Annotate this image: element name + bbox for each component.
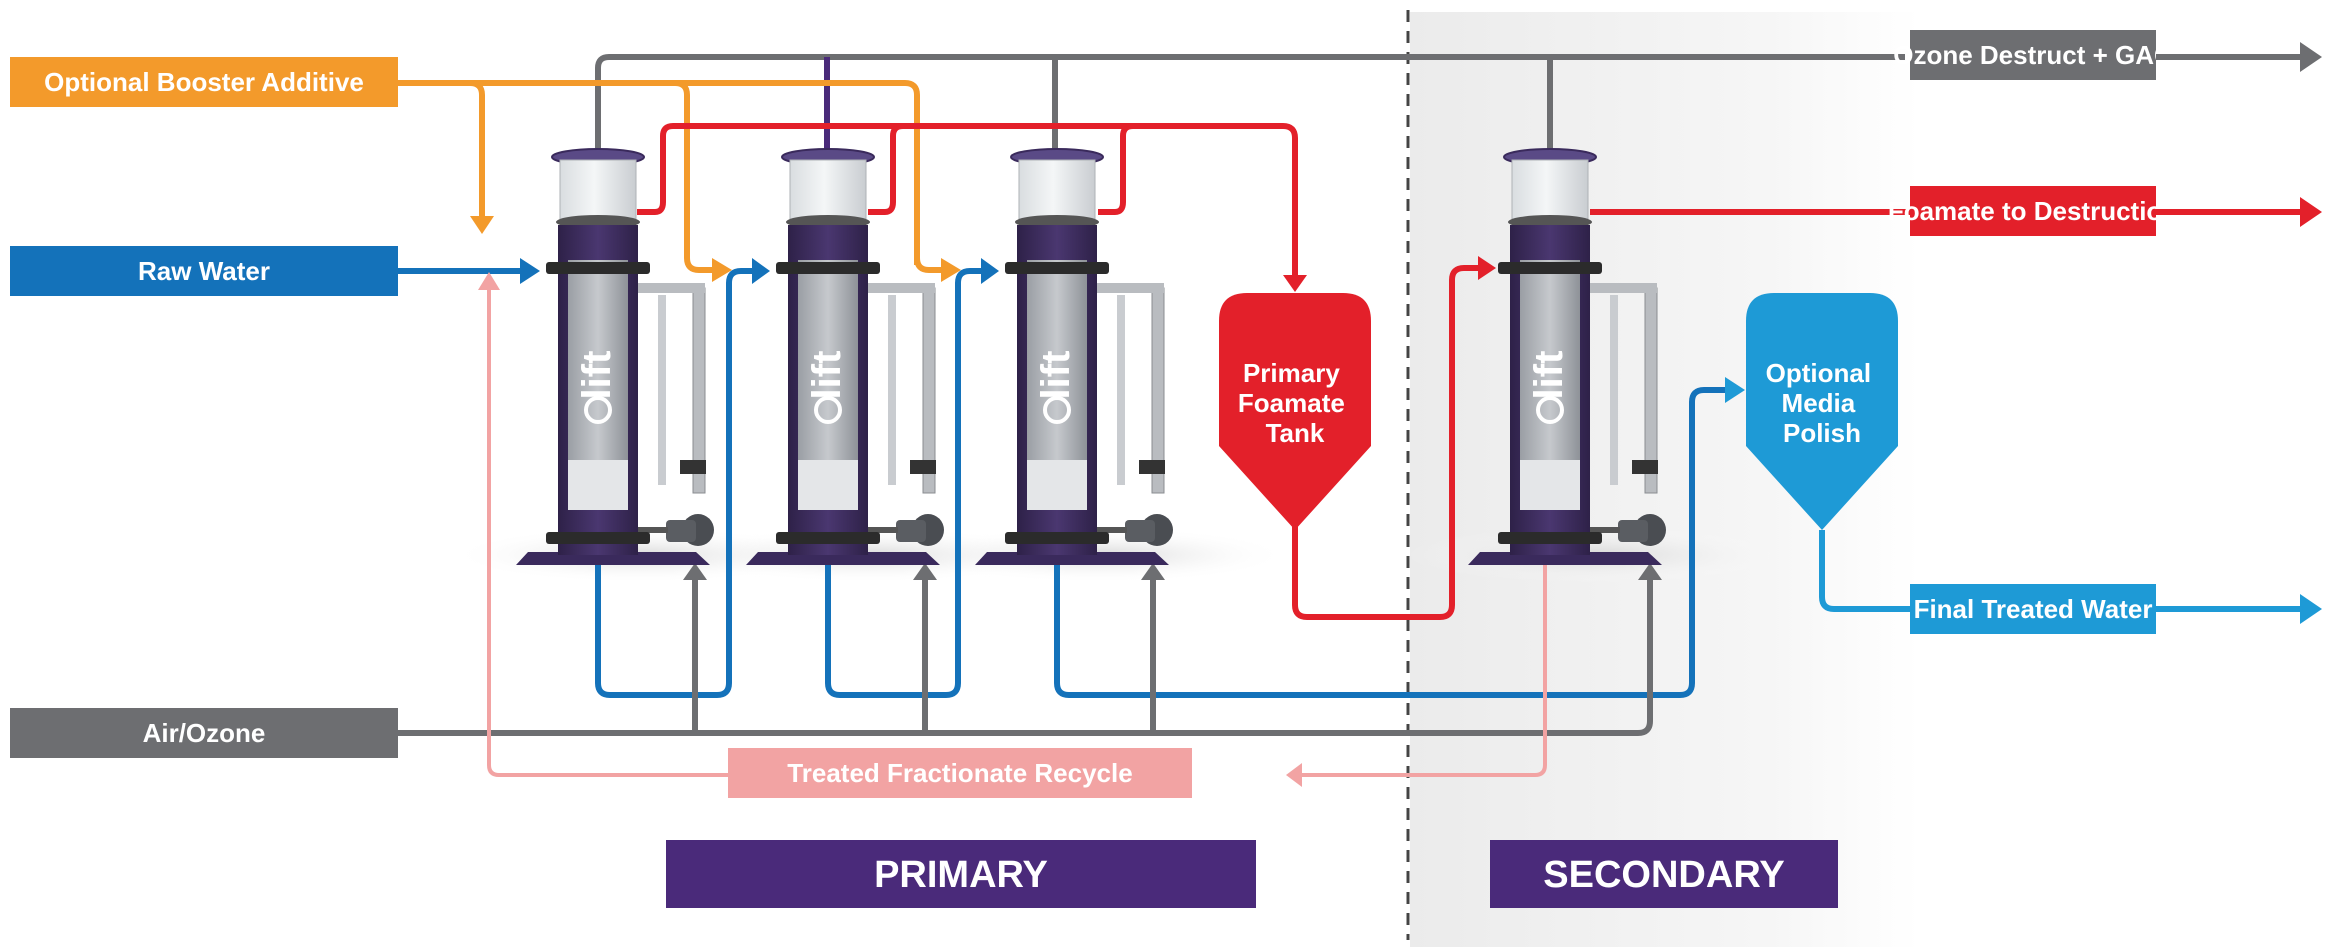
recycle-label: Treated Fractionate Recycle <box>728 748 1192 798</box>
foamate-destruction-arrow <box>2300 197 2322 227</box>
bottom-manifold <box>1005 532 1109 544</box>
glass-head <box>1511 159 1589 221</box>
valve <box>1632 460 1658 474</box>
column-sump <box>568 460 628 510</box>
brand-logo-ring <box>1536 396 1564 424</box>
sight-tube <box>658 295 666 485</box>
media-polish-tank: Optional Media Polish <box>1746 293 1898 530</box>
glass-head <box>789 159 867 221</box>
brand-logo: lift <box>805 351 849 400</box>
valve <box>1139 460 1165 474</box>
air-ozone-label: Air/Ozone <box>10 708 398 758</box>
bottom-manifold <box>546 532 650 544</box>
brand-logo-ring <box>584 396 612 424</box>
secondary-section-label: SECONDARY <box>1490 840 1838 908</box>
brand-logo: lift <box>1527 351 1571 400</box>
valve <box>910 460 936 474</box>
manifold <box>546 262 650 274</box>
raw-water-arrowheads <box>520 258 999 284</box>
ozone-destruct-label: Ozone Destruct + GAC <box>1893 30 2322 80</box>
svg-text:Treated Fractionate Recycle: Treated Fractionate Recycle <box>787 758 1132 788</box>
ozone-destruct-pipes <box>595 54 1905 157</box>
brand-logo-ring <box>1043 396 1071 424</box>
valve <box>680 460 706 474</box>
fractionator-unit-3: lift <box>975 148 1173 565</box>
pump-motor <box>1125 520 1155 542</box>
foamate-pipes <box>637 123 1910 620</box>
final-treated-water-label: Final Treated Water <box>1910 584 2322 634</box>
pump-motor <box>666 520 696 542</box>
pump-motor <box>1618 520 1648 542</box>
svg-text:Final Treated Water: Final Treated Water <box>1914 594 2153 624</box>
base-plate <box>746 552 940 565</box>
fractionator-units: lift lift lift lift <box>516 148 1666 565</box>
base-plate <box>516 552 710 565</box>
svg-text:Raw Water: Raw Water <box>138 256 270 286</box>
svg-text:Foamate to Destruction: Foamate to Destruction <box>1888 196 2178 226</box>
side-pipe-elbow <box>868 283 935 293</box>
fractionator-unit-2: lift <box>746 148 944 565</box>
manifold <box>1005 262 1109 274</box>
recycle-arrowheads <box>478 272 1302 787</box>
svg-text:SECONDARY: SECONDARY <box>1543 854 1784 896</box>
svg-text:Primary Foamate Ta: Primary Foamate Tank <box>1238 358 1352 448</box>
column-sump <box>1520 460 1580 510</box>
pump-motor <box>896 520 926 542</box>
booster-arrowheads <box>470 216 961 282</box>
brand-logo-ring <box>814 396 842 424</box>
primary-foamate-tank: Primary Foamate Tank <box>1219 293 1371 530</box>
media-polish-inlet-arrow <box>1725 377 1745 403</box>
svg-text:PRIMARY: PRIMARY <box>874 854 1048 896</box>
bottom-manifold <box>776 532 880 544</box>
raw-water-label: Raw Water <box>10 246 398 296</box>
sight-tube <box>888 295 896 485</box>
ozone-destruct-arrow <box>2300 42 2322 72</box>
air-ozone-pipes <box>398 578 1653 736</box>
svg-text:Air/Ozone: Air/Ozone <box>143 718 266 748</box>
sight-tube <box>1117 295 1125 485</box>
foamate-tank-line-1: Primary <box>1243 358 1340 388</box>
base-plate <box>1468 552 1662 565</box>
foamate-tank-line-2: Foamate <box>1238 388 1345 418</box>
column-sump <box>798 460 858 510</box>
bottom-manifold <box>1498 532 1602 544</box>
foamate-arrowheads <box>1283 256 1496 292</box>
media-polish-line-1: Optional <box>1766 358 1871 388</box>
side-pipe-elbow <box>638 283 705 293</box>
fractionator-unit-1: lift <box>516 148 714 565</box>
brand-logo: lift <box>1034 351 1078 400</box>
final-treated-arrow <box>2300 594 2322 624</box>
glass-head <box>1018 159 1096 221</box>
media-polish-line-3: Polish <box>1783 418 1861 448</box>
air-ozone-arrowheads <box>683 563 1662 580</box>
svg-text:Ozone Destruct + GAC: Ozone Destruct + GAC <box>1893 40 2173 70</box>
primary-section-label: PRIMARY <box>666 840 1256 908</box>
booster-additive-label: Optional Booster Additive <box>10 57 398 107</box>
raw-water-pipes <box>398 268 1725 698</box>
svg-text:Optional Booster Additive: Optional Booster Additive <box>44 67 364 97</box>
foamate-destruction-label: Foamate to Destruction <box>1888 186 2322 236</box>
svg-text:Optional Media Pol: Optional Media Polish <box>1766 358 1879 448</box>
manifold <box>1498 262 1602 274</box>
base-plate <box>975 552 1169 565</box>
side-pipe-elbow <box>1590 283 1657 293</box>
column-sump <box>1027 460 1087 510</box>
final-treated-pipes <box>1819 530 1910 612</box>
fractionator-unit-4: lift <box>1468 148 1666 565</box>
side-pipe-elbow <box>1097 283 1164 293</box>
manifold <box>776 262 880 274</box>
brand-logo: lift <box>575 351 619 400</box>
media-polish-line-2: Media <box>1782 388 1856 418</box>
glass-head <box>559 159 637 221</box>
booster-additive-pipes <box>398 80 920 273</box>
foamate-tank-line-3: Tank <box>1266 418 1325 448</box>
recycle-pipes <box>487 290 1547 777</box>
sight-tube <box>1610 295 1618 485</box>
